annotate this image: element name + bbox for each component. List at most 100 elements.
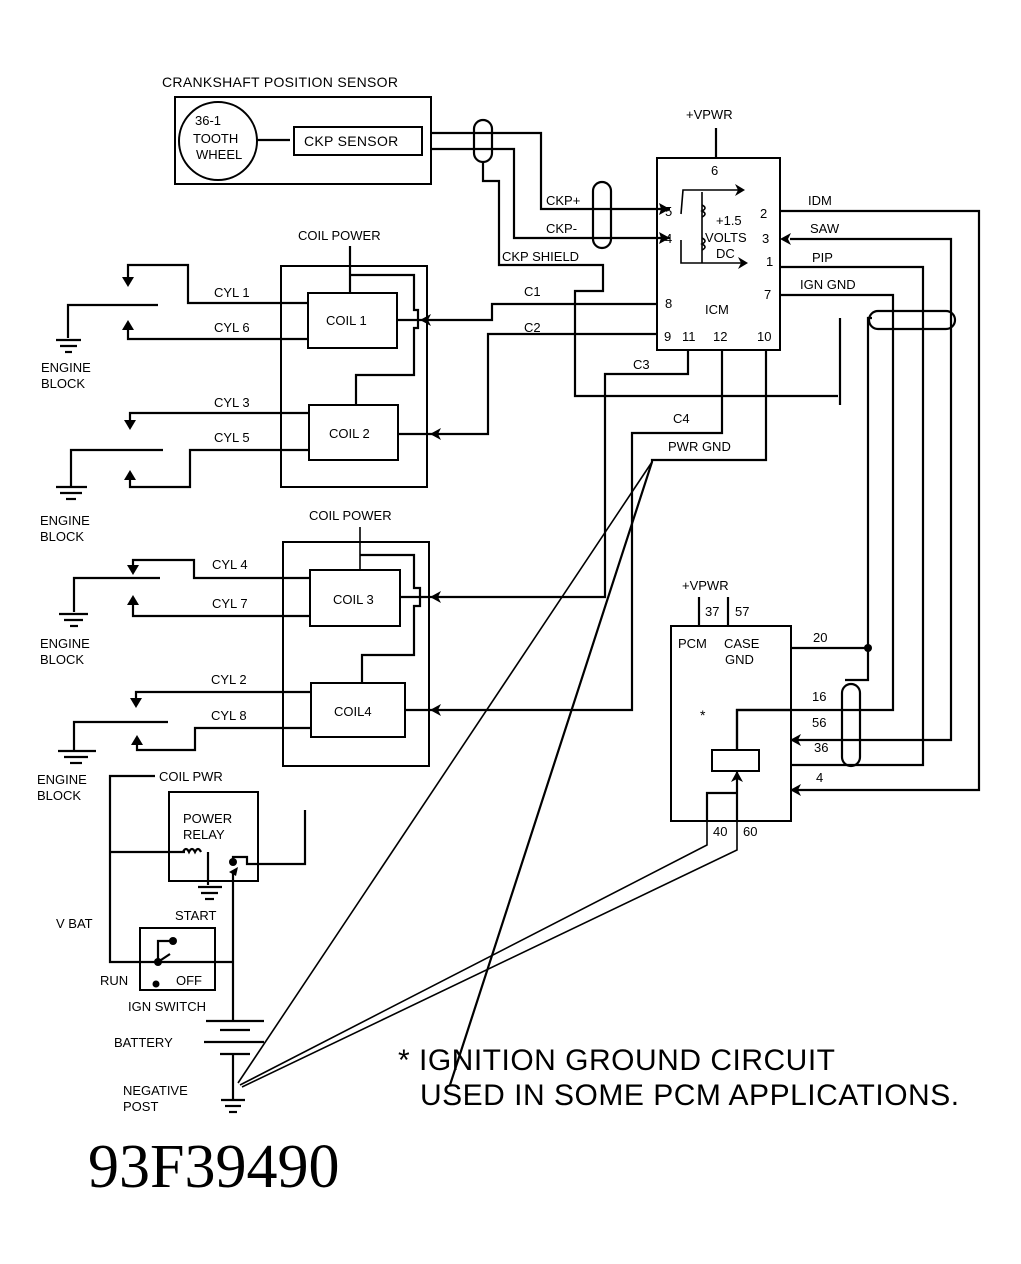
vbat-label: V BAT [56, 916, 93, 931]
coil-pack-2: COIL POWER COIL 3 COIL4 CYL 4 CYL 7 CYL … [37, 508, 430, 803]
pcm-ign-ground-driver [711, 749, 760, 772]
icm-coil-wires: C1 C2 C3 C4 PWR GND [420, 284, 768, 1086]
coil-power-label-1: COIL POWER [298, 228, 381, 243]
relay-label-2: RELAY [183, 827, 225, 842]
icm-internal-2: VOLTS [705, 230, 747, 245]
coil-1-label: COIL 1 [326, 313, 367, 328]
icm-pin-2: 2 [760, 206, 767, 221]
coil-pack-frame-2 [282, 541, 430, 767]
footnote-line-1: * IGNITION GROUND CIRCUIT [398, 1044, 836, 1077]
ground-icon [56, 485, 87, 501]
pcm-pin-37: 37 [705, 604, 719, 619]
cyl-1-label: CYL 1 [214, 285, 250, 300]
pwr-gnd-label: PWR GND [668, 439, 731, 454]
ckp-sensor-label: CKP SENSOR [304, 133, 399, 149]
ign-switch-label: IGN SWITCH [128, 999, 206, 1014]
battery-label: BATTERY [114, 1035, 173, 1050]
icm-output-wires: IDM SAW PIP IGN GND [735, 193, 981, 796]
ckp-minus-label: CKP- [546, 221, 577, 236]
pcm-star: * [700, 707, 706, 723]
saw-label: SAW [810, 221, 840, 236]
cyl-2-label: CYL 2 [211, 672, 247, 687]
pcm-pin-20: 20 [813, 630, 827, 645]
wheel-label-3: WHEEL [196, 147, 242, 162]
icm-internal-3: DC [716, 246, 735, 261]
c4-label: C4 [673, 411, 690, 426]
icm-vpwr-label: +VPWR [686, 107, 733, 122]
coil-pack-1: COIL POWER COIL 1 COIL 2 CYL 1 CYL 6 CYL… [40, 228, 430, 544]
shield-loop-3 [867, 309, 957, 331]
engine-block-label: ENGINE [37, 772, 87, 787]
coil-pwr-label: COIL PWR [159, 769, 223, 784]
power-circuit: COIL PWR POWER RELAY V BAT START RUN OFF… [56, 769, 307, 1114]
ground-icon [56, 338, 81, 354]
pcm-pin-4: 4 [816, 770, 823, 785]
crankshaft-position-sensor: CRANKSHAFT POSITION SENSOR 36-1 TOOTH WH… [162, 74, 432, 185]
ckp-title: CRANKSHAFT POSITION SENSOR [162, 74, 398, 90]
power-relay-box [168, 791, 259, 882]
pcm-label: PCM [678, 636, 707, 651]
icm-label: ICM [705, 302, 729, 317]
icm-internal-1: +1.5 [716, 213, 742, 228]
negative-post-label: NEGATIVE [123, 1083, 188, 1098]
off-label: OFF [176, 973, 202, 988]
icm-pin-10: 10 [757, 329, 771, 344]
icm-pin-6: 6 [711, 163, 718, 178]
coil-3-label: COIL 3 [333, 592, 374, 607]
icm-pin-3: 3 [762, 231, 769, 246]
pcm-box [670, 625, 792, 822]
wheel-label-2: TOOTH [193, 131, 238, 146]
icm-pin-7: 7 [764, 287, 771, 302]
ground-icon [221, 1098, 245, 1114]
icm-box [656, 157, 781, 351]
icm-pin-8: 8 [665, 296, 672, 311]
shield-loop-1 [472, 118, 494, 164]
coil-2-label: COIL 2 [329, 426, 370, 441]
icm-module: +VPWR 6 5 4 2 3 1 7 8 ICM 9 11 12 10 +1.… [656, 107, 781, 351]
pcm-module: +VPWR 37 57 PCM CASE GND * 20 16 56 36 4… [237, 461, 828, 1088]
icm-pin-11: 11 [682, 329, 696, 344]
pcm-pin-56: 56 [812, 715, 826, 730]
engine-block-label: ENGINE [40, 513, 90, 528]
engine-block-label: BLOCK [41, 376, 85, 391]
icm-pin-9: 9 [664, 329, 671, 344]
pip-label: PIP [812, 250, 833, 265]
start-label: START [175, 908, 216, 923]
relay-coil-icon [182, 847, 202, 855]
icm-pin-1: 1 [766, 254, 773, 269]
cyl-6-label: CYL 6 [214, 320, 250, 335]
battery-icon [204, 1019, 264, 1100]
figure-code: 93F39490 [88, 1133, 339, 1201]
ckp-sensor-box [293, 126, 423, 156]
coil-4-label: COIL4 [334, 704, 372, 719]
cyl-3-label: CYL 3 [214, 395, 250, 410]
engine-block-label: ENGINE [40, 636, 90, 651]
ign-switch-box [139, 927, 216, 991]
pcm-pin-36: 36 [814, 740, 828, 755]
engine-block-label: BLOCK [37, 788, 81, 803]
pcm-pin-60: 60 [743, 824, 757, 839]
cyl-7-label: CYL 7 [212, 596, 248, 611]
pcm-pin-40: 40 [713, 824, 727, 839]
idm-label: IDM [808, 193, 832, 208]
coil-pack-frame-1 [280, 265, 428, 488]
relay-label-1: POWER [183, 811, 232, 826]
run-label: RUN [100, 973, 128, 988]
cyl-8-label: CYL 8 [211, 708, 247, 723]
ckp-shield-label: CKP SHIELD [502, 249, 579, 264]
pcm-case-label: CASE [724, 636, 760, 651]
engine-block-label: BLOCK [40, 529, 84, 544]
icm-pin-4: 4 [665, 231, 672, 246]
pcm-pin-57: 57 [735, 604, 749, 619]
ckp-housing [174, 96, 432, 185]
icm-pin-5: 5 [665, 204, 672, 219]
shield-loop-4 [840, 682, 862, 768]
ckp-plus-label: CKP+ [546, 193, 580, 208]
pcm-gnd-label: GND [725, 652, 754, 667]
ground-icon [59, 612, 88, 628]
pcm-vpwr-label: +VPWR [682, 578, 729, 593]
ckp-wires: CKP+ CKP- CKP SHIELD [431, 118, 838, 398]
coil-power-label-2: COIL POWER [309, 508, 392, 523]
cyl-5-label: CYL 5 [214, 430, 250, 445]
